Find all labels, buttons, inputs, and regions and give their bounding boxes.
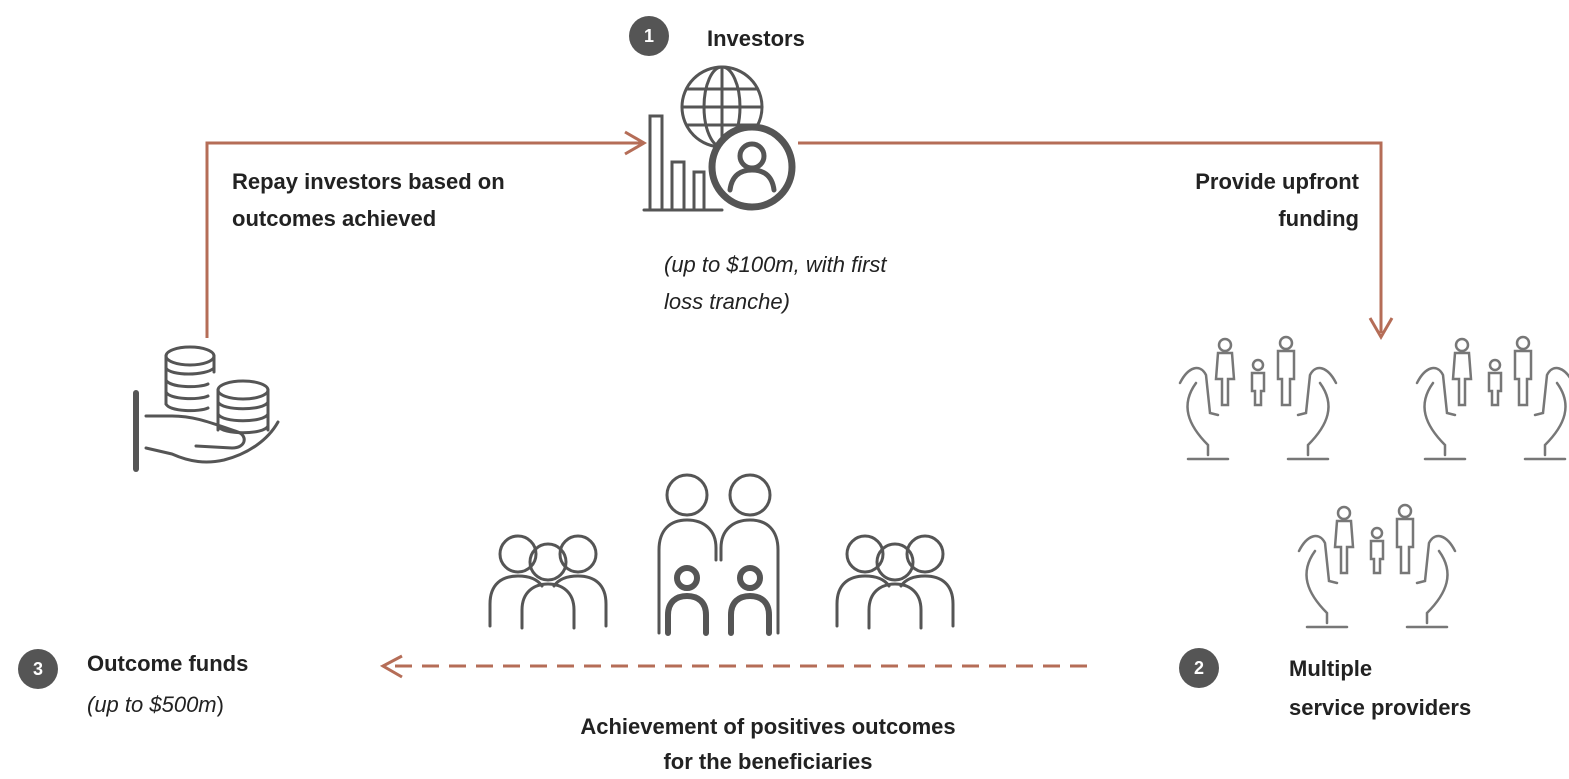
investors-note-line2: loss tranche)	[664, 289, 790, 314]
outcome-funds-amount: (up to $500m	[87, 692, 217, 717]
flow-arrows	[205, 130, 1394, 679]
outcomes-arrowhead	[379, 654, 403, 679]
repay-label-line2: outcomes achieved	[232, 206, 437, 231]
service-providers-icon	[1178, 335, 1569, 629]
funding-label-line2: funding	[1278, 206, 1359, 231]
service-providers-number-badge: 2	[1179, 648, 1219, 688]
investors-note-line1: (up to $100m, with first	[664, 252, 887, 277]
outcome-funds-closing-paren: )	[216, 692, 224, 717]
funding-arrowhead	[1368, 317, 1394, 340]
outcomes-label-line1: Achievement of positives outcomes	[580, 714, 956, 739]
hand-coins-icon	[133, 345, 280, 472]
funding-label-line1: Provide upfront	[1195, 169, 1359, 194]
beneficiaries-icon	[488, 473, 955, 636]
outcome-funds-title: Outcome funds	[87, 651, 249, 676]
repay-arrowhead	[624, 130, 647, 156]
outcome-funds-number-badge: 3	[18, 649, 58, 689]
funding-arrow-line	[798, 141, 1383, 333]
outcome-funds-note: (up to $500m)	[87, 688, 224, 722]
repay-arrow-line	[205, 141, 642, 338]
repay-label-line1: Repay investors based on	[232, 169, 505, 194]
investors-number-badge: 1	[629, 16, 669, 56]
service-providers-title-line1: Multiple	[1289, 656, 1373, 681]
investor-icon	[642, 65, 796, 212]
service-providers-title-line2: service providers	[1289, 695, 1472, 720]
outcomes-label-line2: for the beneficiaries	[663, 749, 873, 774]
investors-title: Investors	[707, 26, 805, 51]
